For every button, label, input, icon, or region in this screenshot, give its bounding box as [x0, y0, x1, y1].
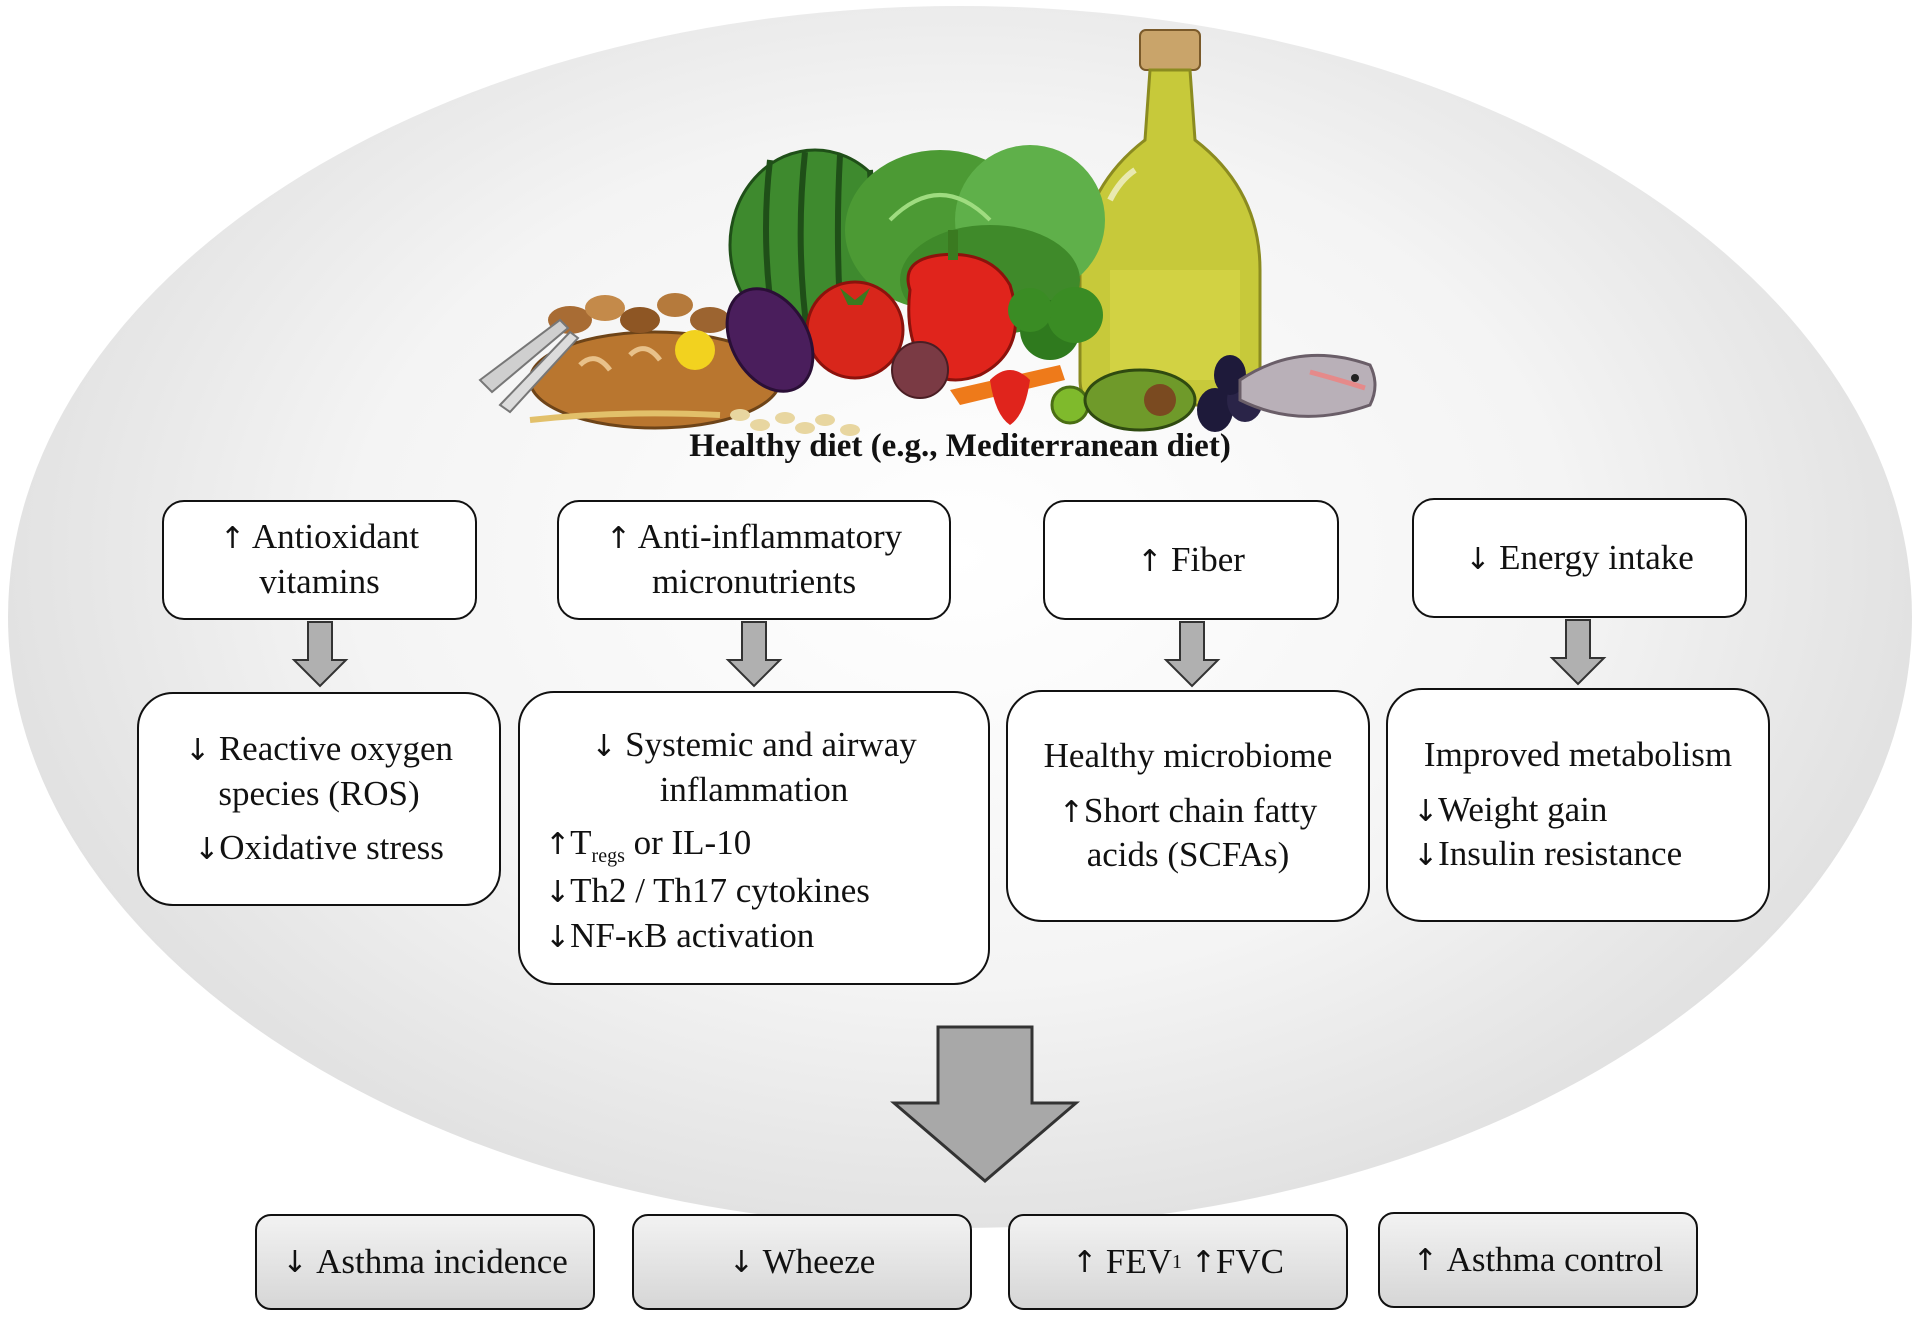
- down-arrow-icon: ↓: [1413, 838, 1439, 874]
- nutrient-label: Energy intake: [1499, 537, 1694, 577]
- up-arrow-icon: ↑: [545, 826, 571, 862]
- effect-item: Oxidative stress: [219, 828, 444, 868]
- food-illustration: [478, 29, 1377, 436]
- eggplant-icon: [725, 287, 815, 393]
- microbiome-box: Healthy microbiome ↑Short chain fatty ac…: [1006, 690, 1370, 922]
- energy-intake-box: ↓ Energy intake: [1412, 498, 1747, 618]
- nutrient-label: Fiber: [1171, 539, 1245, 579]
- down-arrow-icon: ↓: [194, 832, 220, 868]
- outcome-wheeze: ↓ Wheeze: [632, 1214, 972, 1310]
- effect-item: Short chain fatty acids (SCFAs): [1083, 790, 1318, 875]
- seeds-icon: [730, 409, 860, 436]
- down-arrow-icon: ↓: [728, 1244, 754, 1280]
- down-arrow-icon: ↓: [545, 875, 571, 911]
- down-arrow-icon: ↓: [1413, 793, 1439, 829]
- nutrient-label: Antioxidant vitamins: [251, 517, 420, 601]
- flow-arrow-icon: [1549, 619, 1607, 686]
- fiber-box: ↑ Fiber: [1043, 500, 1339, 620]
- flow-arrow-icon: [291, 621, 349, 688]
- effect-item: ↓NF-κB activation: [545, 915, 815, 955]
- nuts-icon: [548, 293, 730, 334]
- diagram-title: Healthy diet (e.g., Mediterranean diet): [689, 428, 1231, 464]
- effect-lead-label: Healthy microbiome: [1043, 735, 1333, 775]
- antioxidant-box: ↑ Antioxidant vitamins: [162, 500, 477, 620]
- olive-oil-bottle-icon: [1078, 29, 1262, 407]
- flow-arrow-icon: [1163, 621, 1221, 688]
- outcome-asthma-incidence: ↓ Asthma incidence: [255, 1214, 595, 1310]
- up-arrow-icon: ↑: [1058, 794, 1084, 830]
- effect-lead-label: Reactive oxygen species (ROS): [218, 728, 454, 813]
- anti-inflammatory-box: ↑ Anti-inflammatory micronutrients: [557, 500, 951, 620]
- wheat-icon: [529, 410, 721, 423]
- down-arrow-icon: ↓: [1465, 541, 1491, 577]
- up-arrow-icon: ↑: [1190, 1244, 1216, 1280]
- lemon-icon: [675, 330, 715, 370]
- outcome-asthma-control: ↑ Asthma control: [1378, 1212, 1698, 1308]
- down-arrow-icon: ↓: [184, 732, 211, 768]
- down-arrow-icon: ↓: [545, 919, 571, 955]
- up-arrow-icon: ↑: [219, 521, 246, 557]
- nutcracker-icon: [478, 318, 580, 414]
- avocado-icon: [1083, 368, 1197, 432]
- tomato-icon: [805, 280, 905, 380]
- big-down-arrow-icon: [890, 1025, 1080, 1183]
- broccoli-icon: [1008, 287, 1103, 360]
- fig-icon: [891, 341, 949, 399]
- fish-icon: [1238, 353, 1377, 418]
- up-arrow-icon: ↑: [605, 521, 631, 557]
- down-arrow-icon: ↓: [591, 729, 617, 764]
- up-arrow-icon: ↑: [1137, 543, 1163, 579]
- effect-lead-label: Improved metabolism: [1423, 734, 1733, 774]
- nutrient-label: Anti-inflammatory micronutrients: [637, 517, 903, 601]
- metabolism-box: Improved metabolism ↓Weight gain ↓Insuli…: [1386, 688, 1770, 922]
- ros-box: ↓ Reactive oxygen species (ROS) ↓Oxidati…: [137, 692, 501, 906]
- up-arrow-icon: ↑: [1072, 1244, 1098, 1280]
- effect-item: ↑Tregs or IL-10: [545, 822, 752, 867]
- effect-item: ↓Weight gain: [1413, 789, 1608, 829]
- up-arrow-icon: ↑: [1412, 1242, 1438, 1278]
- down-arrow-icon: ↓: [282, 1244, 308, 1280]
- kiwi-icon: [1050, 385, 1090, 425]
- effect-item: ↓Th2 / Th17 cytokines: [545, 871, 870, 911]
- effect-lead-label: Systemic and airway inflammation: [625, 725, 917, 809]
- strawberry-icon: [990, 370, 1030, 425]
- effect-item: ↓Insulin resistance: [1413, 834, 1683, 874]
- flow-arrow-icon: [725, 621, 783, 688]
- inflammation-box: ↓ Systemic and airway inflammation ↑Treg…: [518, 691, 990, 985]
